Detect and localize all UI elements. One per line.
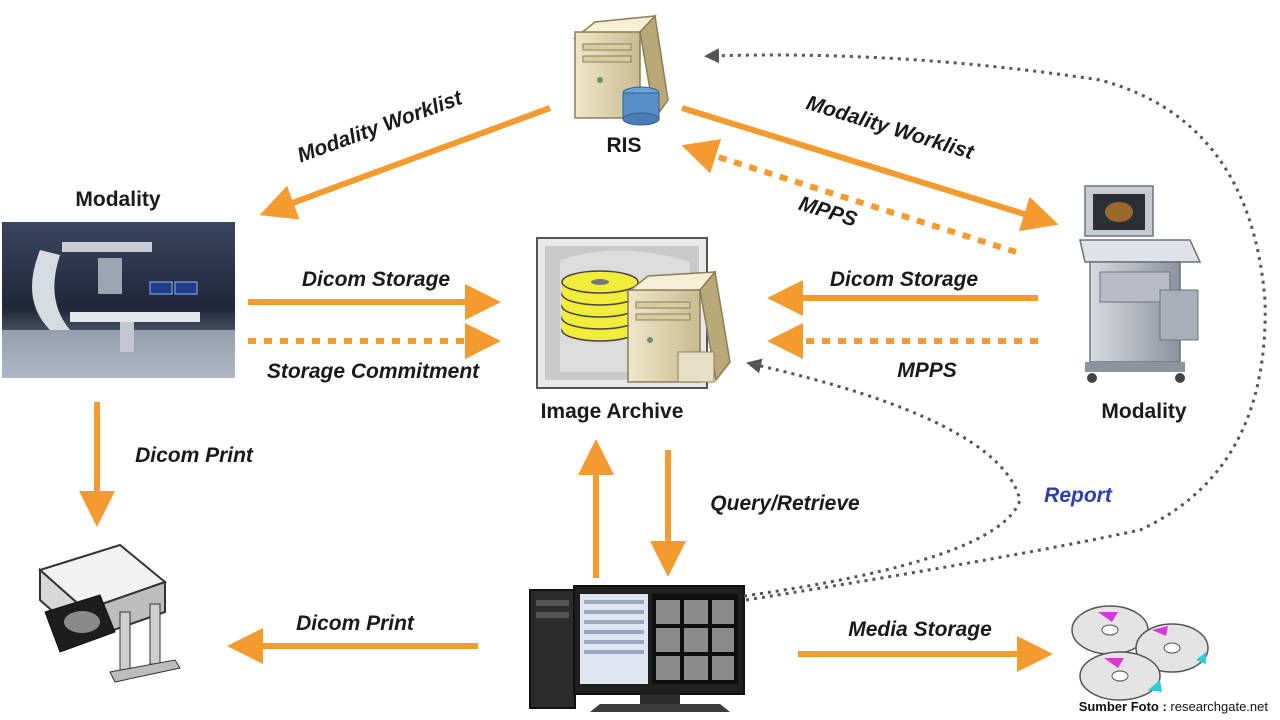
cd-media-icon (1071, 605, 1209, 701)
storage-commitment-label: Storage Commitment (267, 360, 480, 383)
angiography-room-icon (2, 222, 235, 378)
modality-right-label: Modality (1101, 400, 1186, 423)
image-archive-icon (536, 237, 731, 389)
mpps-top-label: MPPS (796, 192, 860, 231)
worklist-left-label: Modality Worklist (294, 86, 466, 167)
media-storage-label: Media Storage (848, 618, 992, 641)
credit-source: researchgate.net (1170, 699, 1268, 714)
mpps-right-label: MPPS (897, 359, 957, 382)
modality-left-label: Modality (75, 188, 160, 211)
image-archive-label: Image Archive (541, 400, 684, 423)
arrow-worklist-left (259, 105, 552, 220)
report-label: Report (1044, 484, 1113, 507)
dicom-storage-right-label: Dicom Storage (830, 268, 979, 291)
dicom-print-left-label: Dicom Print (296, 612, 415, 635)
dicom-storage-left-label: Dicom Storage (302, 268, 451, 291)
image-credit: Sumber Foto : researchgate.net (1079, 699, 1268, 714)
ris-label: RIS (606, 134, 641, 157)
arrow-report-to-archive (743, 358, 1022, 598)
arrow-report-to-ris (704, 48, 1267, 602)
printer-icon (38, 543, 181, 683)
workstation-icon (529, 585, 745, 712)
arrow-worklist-right (681, 105, 1059, 232)
ultrasound-machine-icon (1079, 185, 1202, 383)
query-retrieve-label: Query/Retrieve (710, 492, 860, 515)
credit-label: Sumber Foto : (1078, 699, 1167, 714)
ris-server-icon (572, 14, 669, 126)
dicom-print-down-label: Dicom Print (135, 444, 254, 467)
